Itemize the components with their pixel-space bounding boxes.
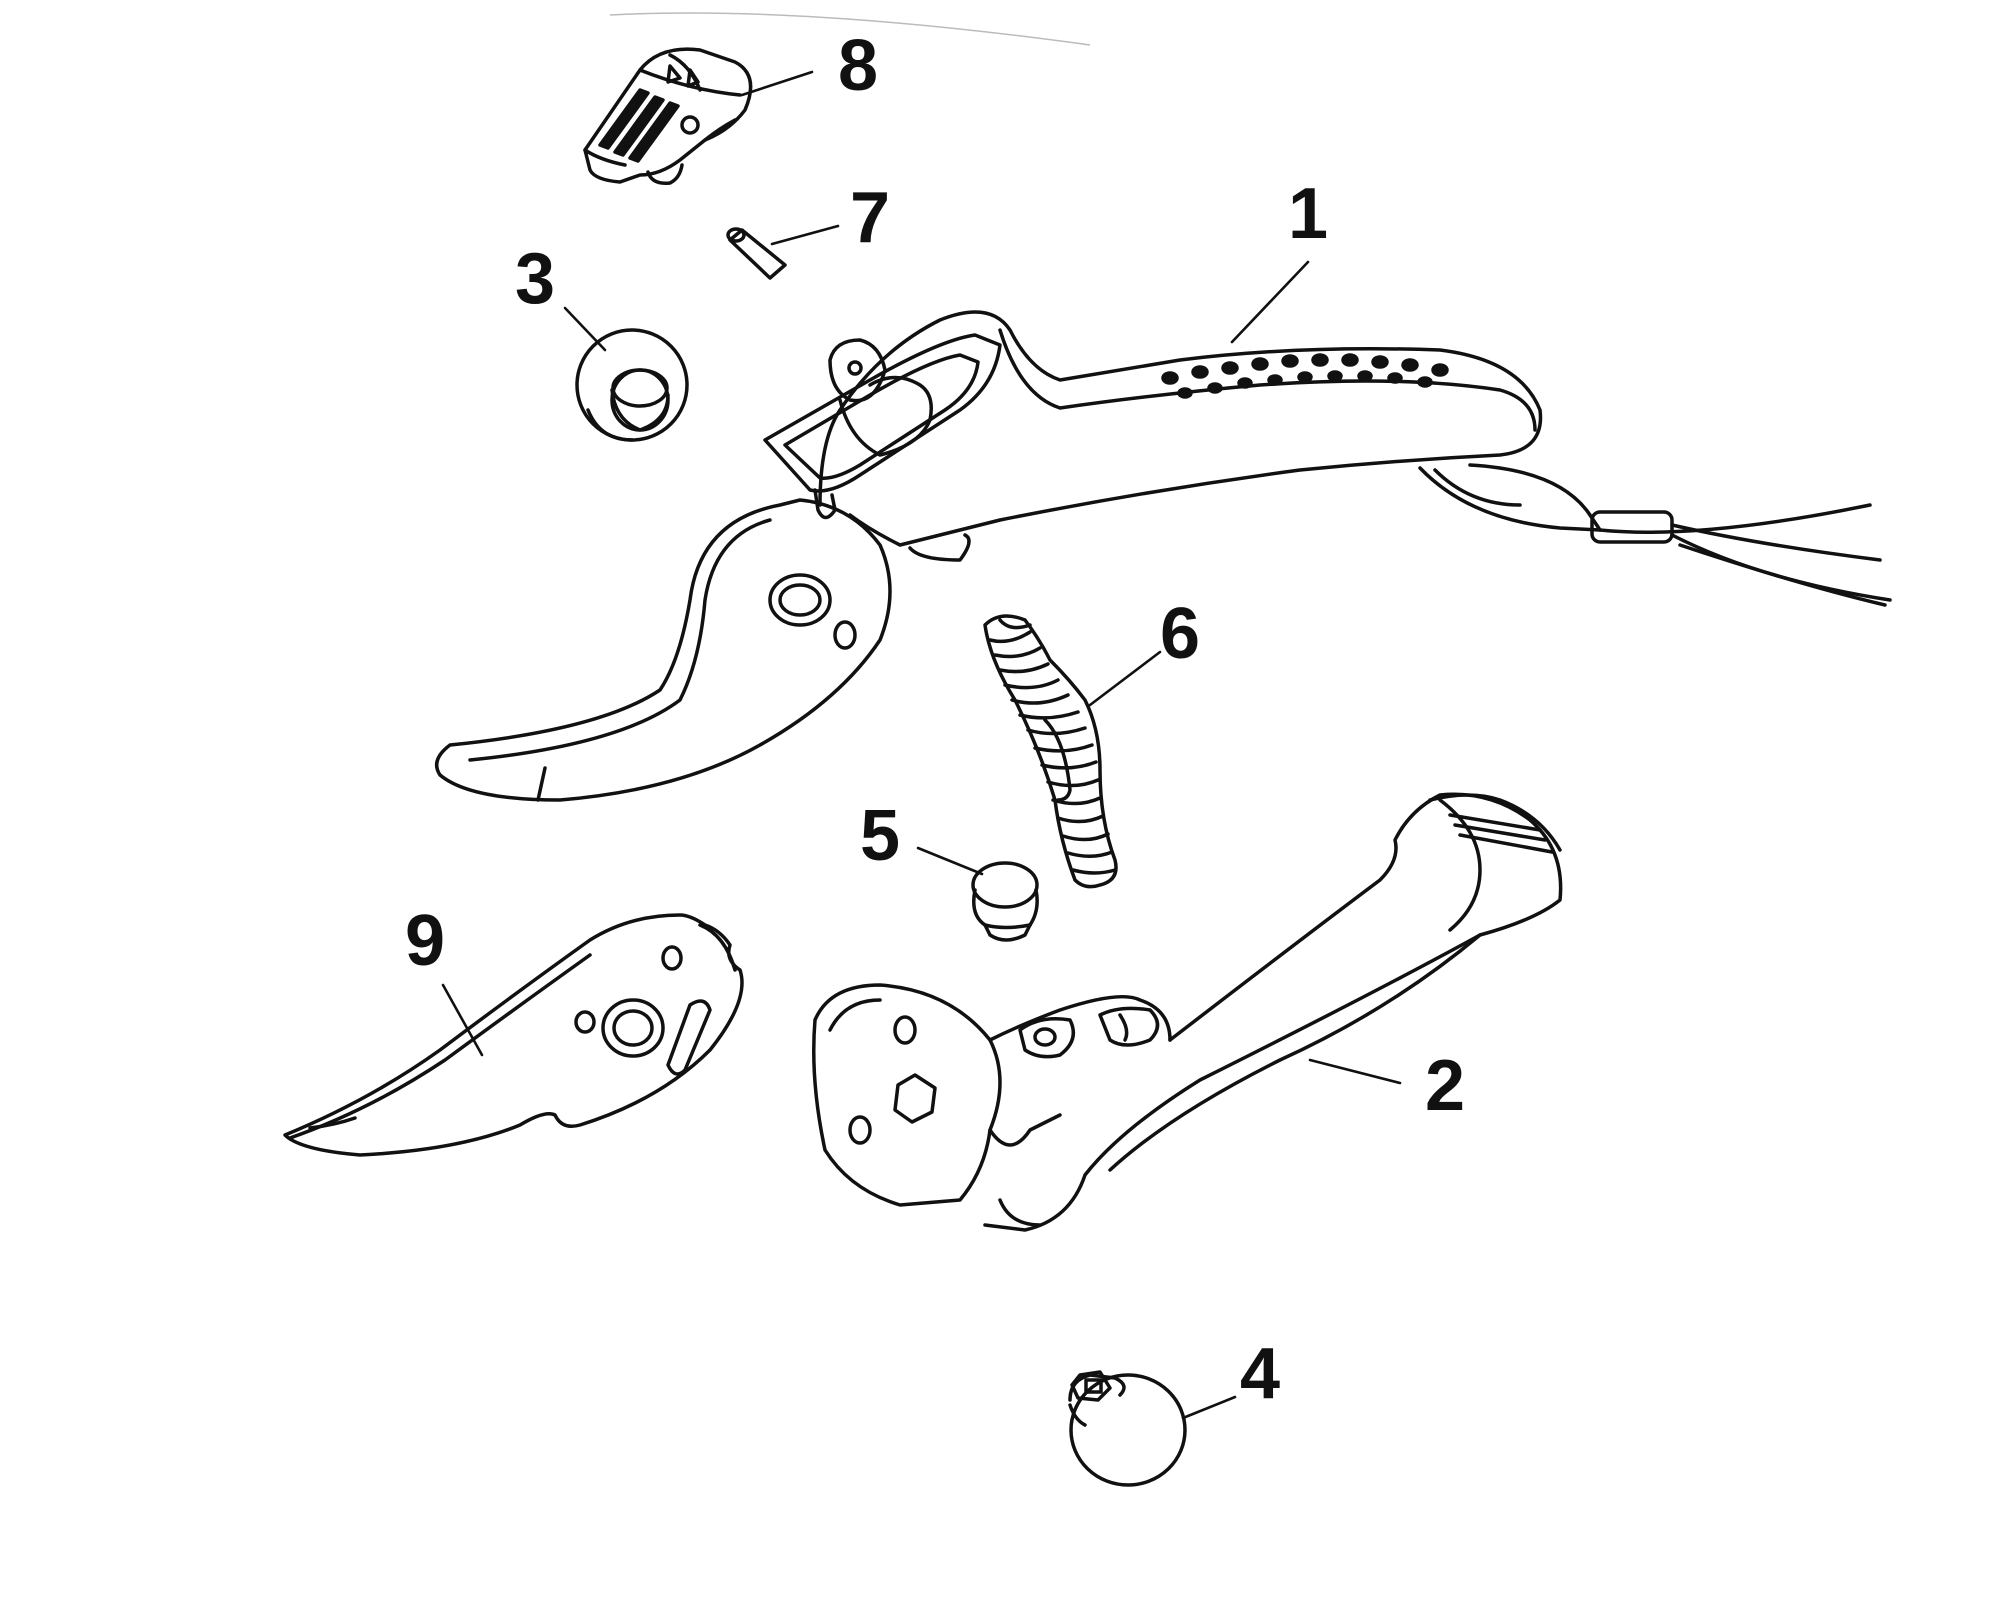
part-7-pin <box>726 227 787 280</box>
leader-4 <box>1181 1395 1237 1420</box>
spring-coils <box>988 630 1117 875</box>
leader-3 <box>563 306 607 352</box>
callout-8: 8 <box>838 26 878 106</box>
part-4-bolt-cap <box>1068 1370 1187 1487</box>
part-8-lock-switch <box>583 47 753 186</box>
leader-5 <box>916 846 984 876</box>
leader-1 <box>1230 260 1310 344</box>
callout-labels: 1 2 3 4 5 6 7 8 9 <box>405 26 1465 1414</box>
leader-7 <box>770 224 840 246</box>
part-6-spring <box>983 614 1118 889</box>
switch-ribs <box>598 88 680 163</box>
part-5-plug <box>971 861 1039 942</box>
scan-artifact-line <box>609 12 1091 46</box>
leader-9 <box>441 983 484 1057</box>
part-1-upper-handle <box>434 310 1892 802</box>
callout-5: 5 <box>860 796 900 876</box>
callout-3: 3 <box>515 239 555 319</box>
callout-1: 1 <box>1288 174 1328 254</box>
callout-7: 7 <box>850 178 890 258</box>
leader-2 <box>1308 1058 1402 1085</box>
grip-ribs <box>1448 813 1554 854</box>
leader-8 <box>740 70 814 97</box>
callout-4: 4 <box>1240 1334 1280 1414</box>
callout-6: 6 <box>1160 594 1200 674</box>
part-2-lower-handle <box>812 792 1563 1232</box>
callout-9: 9 <box>405 901 445 981</box>
leader-6 <box>1088 650 1162 707</box>
leader-lines <box>441 70 1402 1420</box>
callout-2: 2 <box>1425 1046 1465 1126</box>
part-3-cap <box>575 328 689 442</box>
grip-dots <box>1161 353 1449 399</box>
part-9-anvil-blade <box>283 913 744 1157</box>
